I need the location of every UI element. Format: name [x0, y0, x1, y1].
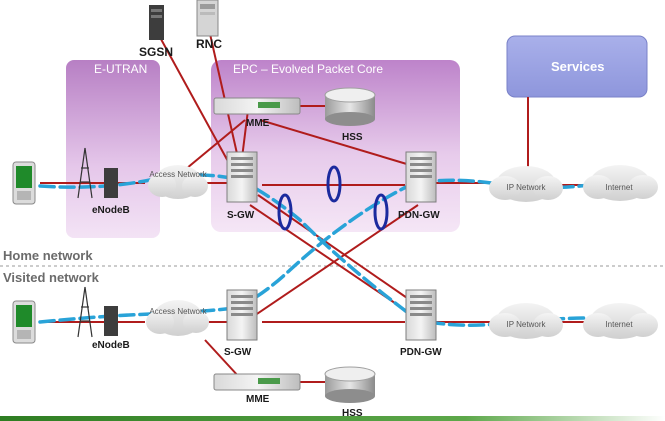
pdngw-visited-icon [405, 289, 437, 341]
ue-visited-phone-icon [12, 300, 36, 344]
mme-visited-label: MME [246, 394, 270, 405]
epc-title: EPC – Evolved Packet Core [233, 62, 383, 76]
enodeb-visited-cabinet-icon [104, 306, 118, 336]
epc-region [211, 60, 460, 232]
services-box[interactable] [506, 35, 648, 98]
ue-home-phone-icon [12, 161, 36, 205]
mme-home-icon [213, 97, 301, 115]
pdngw-home-label: PDN-GW [398, 210, 440, 221]
hss-home-icon [324, 87, 376, 126]
enodeb-home-tower-icon [77, 147, 93, 199]
bottom-bar [0, 416, 665, 421]
hss-visited-label: HSS [342, 408, 363, 419]
mme-visited-icon [213, 373, 301, 391]
rnc-label: RNC [196, 37, 222, 51]
access-network-visited-label: Access Network [149, 307, 207, 316]
pdngw-home-icon [405, 151, 437, 203]
sgsn-server-icon [149, 5, 164, 40]
enodeb-home-cabinet-icon [104, 168, 118, 198]
ip-network-visited-cloud-icon [489, 303, 563, 339]
sgsn-label: SGSN [139, 45, 173, 59]
ip-network-home-label: IP Network [507, 183, 547, 192]
enodeb-visited-tower-icon [77, 286, 93, 338]
rnc-server-icon [196, 0, 219, 37]
access-network-home-label: Access Network [149, 170, 207, 179]
pdngw-visited-label: PDN-GW [400, 347, 442, 358]
sgw-home-icon [226, 151, 258, 203]
access-network-home-text: Access Network [149, 170, 207, 179]
mme-home-label: MME [246, 118, 270, 129]
access-network-home-cloud-icon [148, 165, 208, 199]
home-network-label: Home network [3, 248, 93, 263]
internet-home-cloud-icon [583, 165, 658, 201]
visited-network-label: Visited network [3, 270, 100, 285]
services-label[interactable]: Services [551, 59, 605, 74]
internet-visited-cloud-icon [583, 303, 658, 339]
eutran-region [66, 60, 160, 238]
sgw-visited-icon [226, 289, 258, 341]
hss-visited-icon [324, 366, 376, 403]
enodeb-home-label: eNodeB [92, 205, 130, 216]
access-network-visited-cloud-icon [146, 300, 209, 336]
sgw-home-label: S-GW [227, 210, 255, 221]
internet-visited-label: Internet [605, 320, 633, 329]
eutran-title: E-UTRAN [94, 62, 147, 76]
ip-network-home-cloud-icon [489, 166, 563, 202]
tunnel-rings [277, 165, 389, 231]
hss-home-label: HSS [342, 132, 363, 143]
ip-network-visited-label: IP Network [507, 320, 547, 329]
sgw-visited-label: S-GW [224, 347, 252, 358]
enodeb-visited-label: eNodeB [92, 340, 130, 351]
internet-home-label: Internet [605, 183, 633, 192]
